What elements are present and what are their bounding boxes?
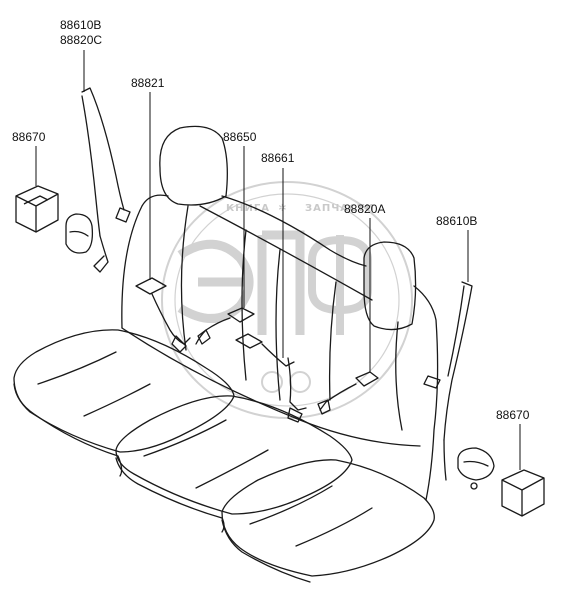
callout-88670-right: 88670	[496, 408, 530, 422]
watermark	[161, 181, 413, 419]
callout-88821: 88821	[131, 76, 165, 90]
left-cushion	[13, 329, 235, 453]
right-seat-belt	[423, 281, 495, 490]
callout-88610b-right: 88610B	[436, 214, 478, 228]
left-headrest	[159, 125, 228, 206]
seat-cushions	[13, 329, 435, 583]
leader-lines	[35, 50, 521, 470]
right-cushion	[221, 459, 435, 577]
right-retractor	[457, 447, 495, 481]
callout-88610b-left: 88610B	[60, 18, 102, 32]
left-retractor-module	[15, 185, 59, 233]
left-seat-belt	[65, 87, 131, 273]
center-buckles	[135, 277, 379, 423]
center-cushion	[115, 395, 353, 515]
callout-88820a: 88820A	[344, 202, 386, 216]
callout-88670-left: 88670	[12, 130, 46, 144]
right-retractor-module	[501, 469, 545, 517]
callout-88661: 88661	[261, 151, 295, 165]
watermark-left-text: КНИГА	[226, 203, 270, 214]
callout-88820c: 88820C	[60, 33, 103, 47]
callout-88650: 88650	[223, 130, 257, 144]
seat-backrest	[121, 125, 439, 501]
watermark-right-text: ЗАПЧАСТИ	[305, 203, 375, 214]
right-headrest	[363, 241, 417, 331]
left-retractor	[65, 213, 94, 254]
